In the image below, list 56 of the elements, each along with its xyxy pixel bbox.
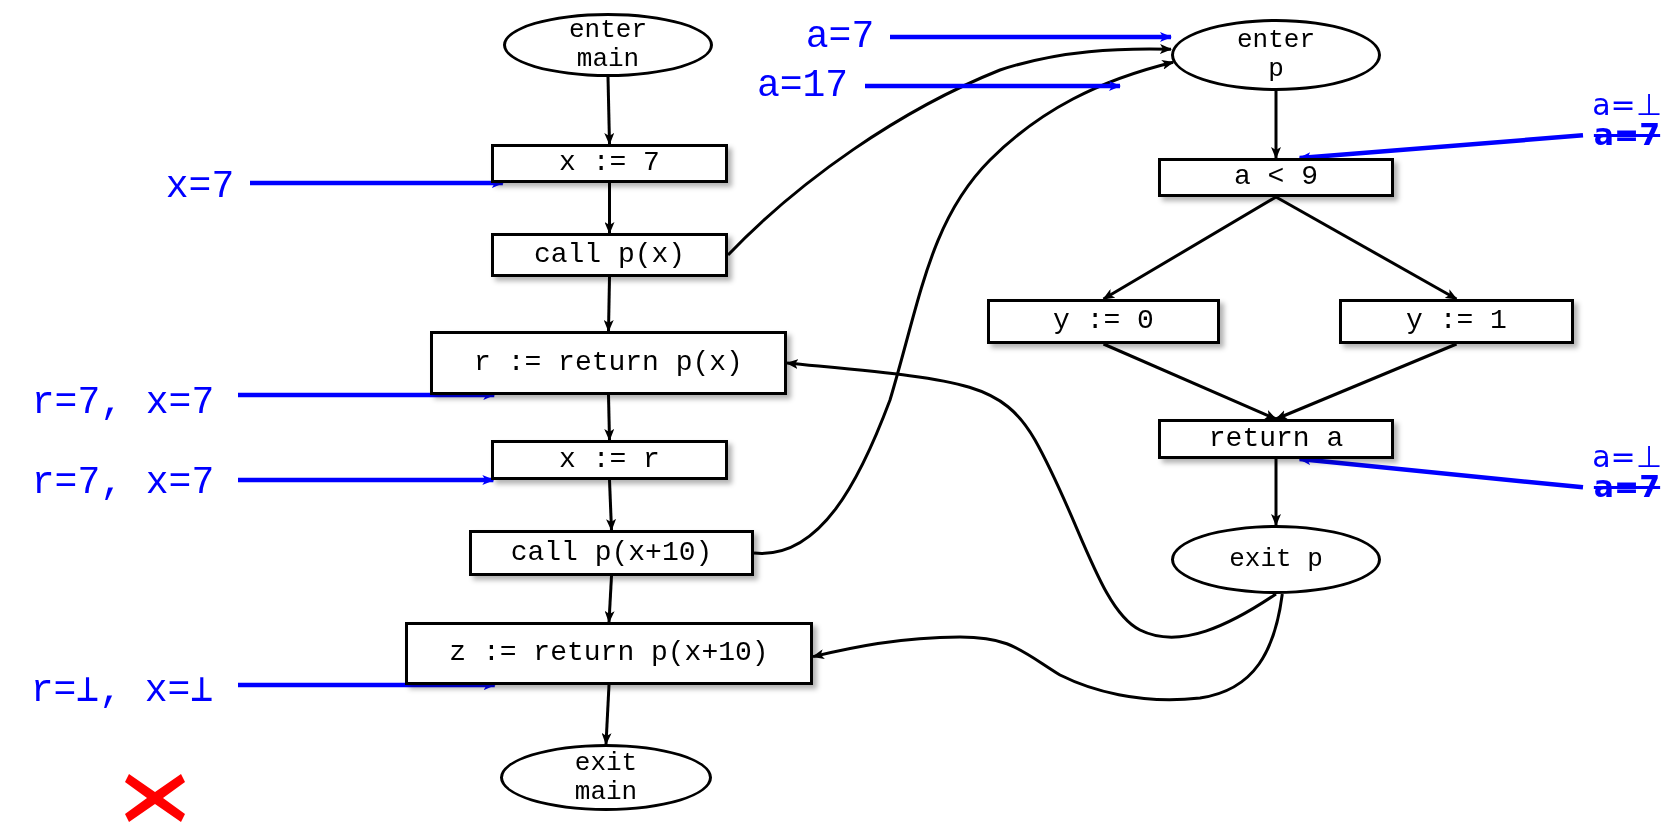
arrow	[604, 394, 615, 441]
fact-text: a=7	[1593, 120, 1661, 150]
arrow	[238, 680, 496, 690]
arrow	[812, 593, 1284, 702]
arrow	[726, 44, 1172, 257]
statement-box	[1339, 299, 1574, 344]
arrow	[604, 76, 615, 145]
statement-text: call p(x+10)	[510, 537, 713, 569]
statement-text: return a	[1208, 423, 1344, 455]
statement-text: y := 0	[1053, 306, 1154, 337]
arrow	[604, 183, 615, 234]
fact-text: r=7, x=7	[31, 384, 215, 422]
statement-text: a < 9	[1234, 162, 1318, 193]
statement-text: x := r	[559, 444, 660, 476]
statement-text: x := 7	[559, 148, 660, 179]
statement-box	[430, 331, 787, 395]
terminal-label: enter main	[568, 16, 648, 74]
arrow	[890, 32, 1172, 42]
statement-text: z := return p(x+10)	[449, 638, 769, 669]
statement-box	[1158, 158, 1394, 197]
arrow	[604, 575, 615, 623]
arrow	[1275, 342, 1458, 421]
statement-box	[1158, 419, 1394, 459]
fact-text: a=17	[756, 67, 849, 105]
statement-box	[405, 622, 813, 685]
statement-text: r := return p(x)	[474, 347, 743, 379]
terminal-label: enter p	[1236, 26, 1316, 84]
statement-box	[469, 530, 754, 576]
arrow	[238, 475, 495, 485]
arrow	[601, 684, 612, 745]
terminal-label: exit main	[573, 748, 639, 807]
arrow	[250, 178, 504, 188]
statement-text: y := 1	[1406, 306, 1507, 337]
arrow	[1102, 342, 1277, 421]
arrow	[1271, 459, 1281, 526]
terminal-label: exit p	[1229, 545, 1323, 574]
fact-text: r=⊥, x=⊥	[30, 672, 214, 710]
arrow	[1102, 195, 1277, 301]
arrow	[603, 276, 614, 332]
fact-text: a=7	[1593, 472, 1661, 502]
arrow	[865, 81, 1121, 91]
arrow	[1271, 91, 1281, 159]
fact-text: a=⊥	[1592, 90, 1662, 120]
arrow	[786, 359, 1277, 639]
statement-box	[491, 144, 728, 183]
statement-box	[491, 440, 728, 480]
arrow	[606, 479, 617, 531]
arrow	[1275, 195, 1458, 301]
statement-box	[491, 233, 728, 277]
fact-text: a=⊥	[1592, 442, 1662, 472]
statement-box	[987, 299, 1220, 344]
statement-text: call p(x)	[533, 239, 686, 271]
fact-text: a=7	[805, 18, 875, 56]
arrow	[238, 390, 496, 400]
fact-text: r=7, x=7	[31, 464, 215, 502]
fact-text: x=7	[165, 168, 235, 206]
